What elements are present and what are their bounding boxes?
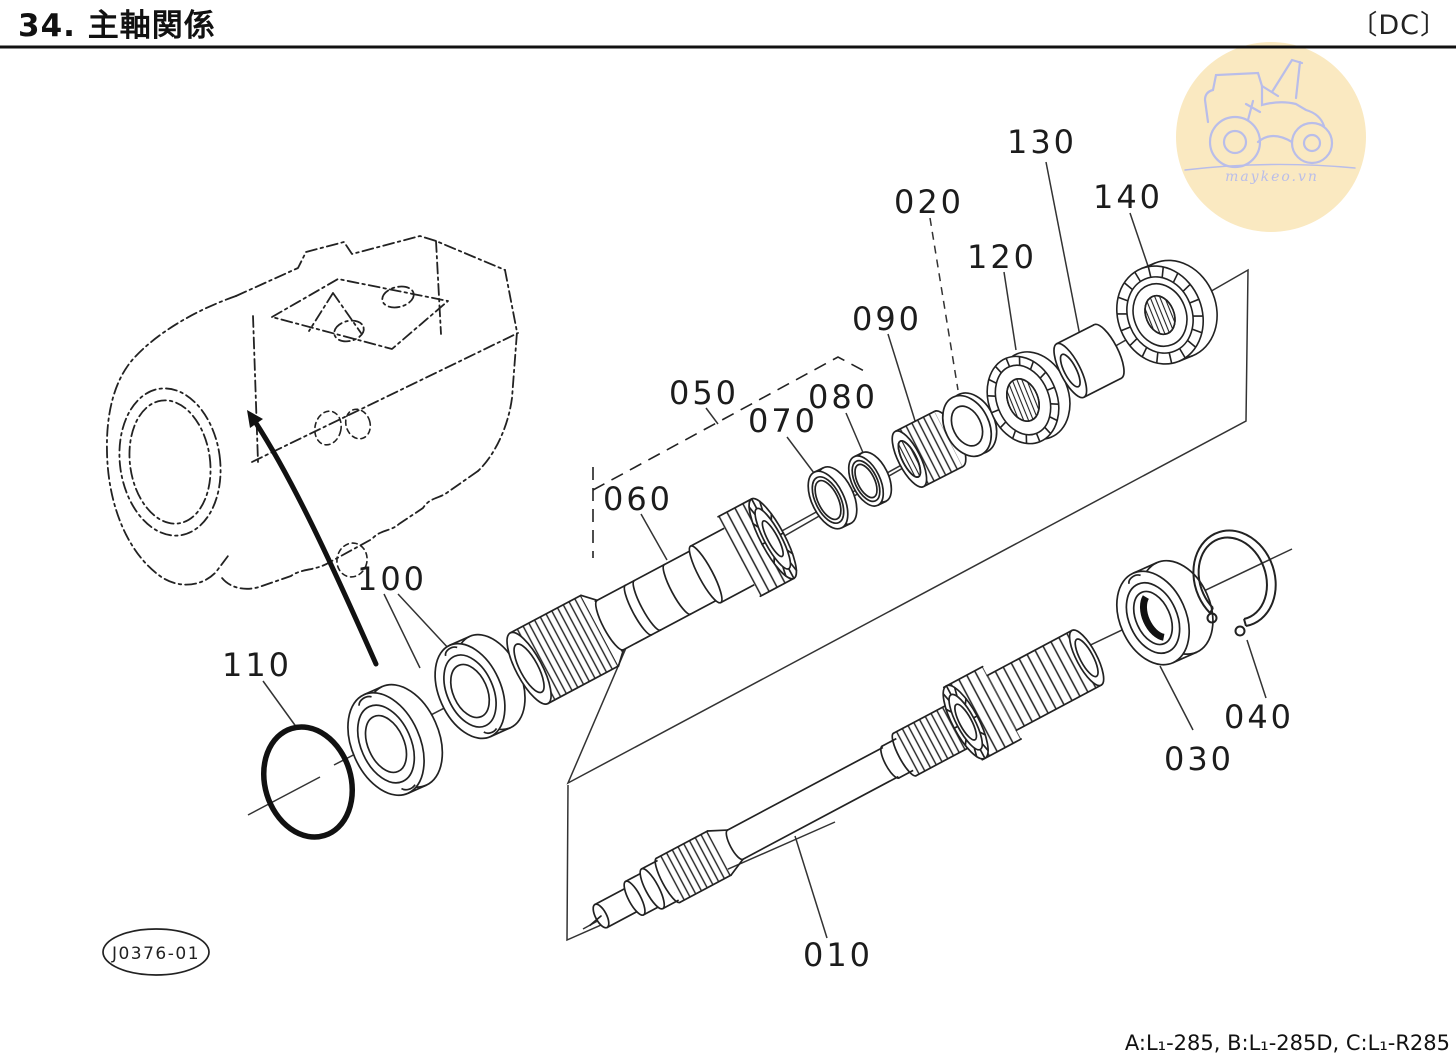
part-label-100: 100	[357, 560, 427, 598]
section-tag: 〔DC〕	[1350, 10, 1448, 41]
part-label-010: 010	[803, 936, 873, 974]
part-070-collar	[807, 466, 858, 530]
part-label-050: 050	[669, 374, 739, 412]
transmission-housing-outline	[106, 235, 519, 590]
part-100-bearing-rear	[434, 633, 526, 740]
part-090-needle-bearing	[891, 410, 967, 488]
part-label-070: 070	[748, 402, 818, 440]
assembly-pointer-arrow	[247, 410, 379, 667]
leader-lines	[262, 161, 1267, 939]
part-label-120: 120	[967, 238, 1037, 276]
part-140-gear	[1115, 259, 1218, 365]
page-title: 34. 主軸関係	[18, 8, 216, 44]
part-030-bearing	[1116, 559, 1214, 666]
part-number-labels: 010 020 030 040 050 060 070 080 090 100 …	[222, 123, 1294, 974]
part-100-bearing-front	[347, 683, 444, 797]
part-120-gear	[986, 351, 1071, 445]
part-label-090: 090	[852, 300, 922, 338]
model-applicability-text: A:L₁-285, B:L₁-285D, C:L₁-R285	[1125, 1031, 1450, 1055]
part-130-bushing	[1053, 323, 1125, 399]
part-label-140: 140	[1093, 178, 1163, 216]
part-label-130: 130	[1007, 123, 1077, 161]
part-060-drive-shaft	[506, 497, 798, 705]
part-label-080: 080	[808, 378, 878, 416]
part-010-pinion-shaft	[589, 629, 1105, 929]
figure-stamp-text: J0376-01	[111, 944, 200, 964]
part-label-040: 040	[1224, 698, 1294, 736]
part-080-ring	[847, 451, 893, 507]
group-050-bracket	[592, 356, 869, 558]
part-040-snap-ring	[1192, 529, 1277, 637]
watermark-site-text: maykeo.vn	[1225, 169, 1319, 185]
part-label-110: 110	[222, 646, 292, 684]
part-020-washer	[941, 392, 998, 458]
part-label-030: 030	[1164, 740, 1234, 778]
part-110-o-ring	[260, 724, 356, 840]
figure-stamp: J0376-01	[102, 928, 210, 976]
part-label-060: 060	[603, 480, 673, 518]
part-label-020: 020	[894, 183, 964, 221]
tractor-watermark-icon: maykeo.vn	[1176, 42, 1366, 232]
